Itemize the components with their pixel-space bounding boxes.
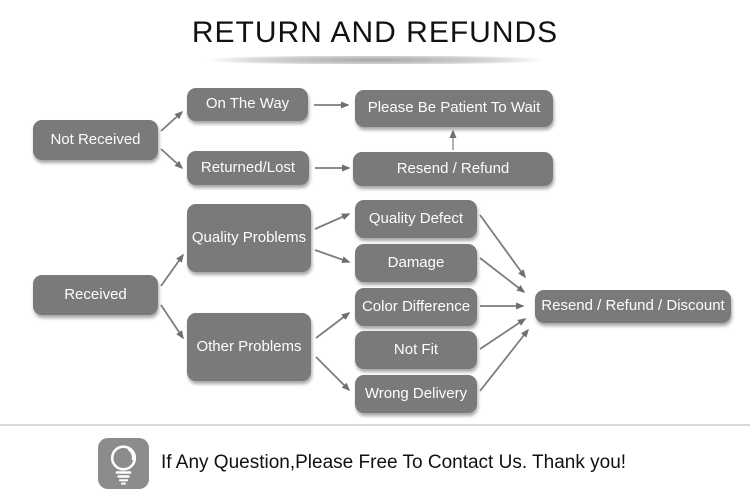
footer-note: If Any Question,Please Free To Contact U…	[98, 437, 626, 489]
node-please-be-patient: Please Be Patient To Wait	[355, 90, 553, 127]
node-on-the-way: On The Way	[187, 88, 308, 121]
node-other-problems: Other Problems	[187, 313, 311, 381]
lightbulb-icon	[98, 437, 149, 489]
page-title: RETURN AND REFUNDS	[191, 16, 559, 49]
node-not-fit: Not Fit	[355, 331, 477, 369]
node-color-difference: Color Difference	[355, 288, 477, 326]
node-returned-lost: Returned/Lost	[187, 151, 309, 185]
title-underline-divider	[158, 56, 593, 64]
footer-message: If Any Question,Please Free To Contact U…	[161, 452, 627, 473]
node-quality-defect: Quality Defect	[355, 200, 477, 238]
node-resend-refund-discount: Resend / Refund / Discount	[535, 290, 731, 323]
node-not-received: Not Received	[33, 120, 158, 160]
node-quality-problems: Quality Problems	[187, 204, 311, 272]
footer-divider	[0, 424, 750, 426]
node-wrong-delivery: Wrong Delivery	[355, 375, 477, 413]
node-resend-refund: Resend / Refund	[353, 152, 553, 186]
node-damage: Damage	[355, 244, 477, 282]
node-received: Received	[33, 275, 158, 315]
